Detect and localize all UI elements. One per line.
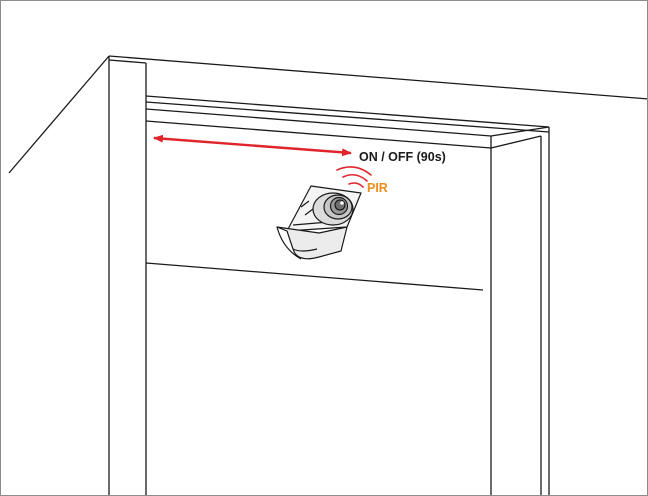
top-rail-1	[145, 95, 550, 128]
right-frame-inner-top	[490, 135, 542, 149]
cabinet-top-edge	[108, 55, 647, 100]
top-rail-2	[145, 101, 550, 133]
cabinet-left-corner	[8, 55, 110, 174]
left-panel-inner-top	[108, 59, 147, 64]
cabinet-outline	[8, 55, 647, 495]
top-rail-3	[145, 108, 492, 137]
shelf-line	[145, 262, 484, 291]
top-rail-4	[145, 120, 492, 149]
detection-waves-icon	[336, 166, 372, 188]
right-frame-top	[490, 126, 550, 137]
double-headed-arrow-icon	[153, 134, 352, 157]
pir-motion-sensor-icon	[276, 185, 362, 260]
range-label: ON / OFF (90s)	[359, 150, 446, 164]
sensor-label: PIR	[367, 181, 388, 195]
